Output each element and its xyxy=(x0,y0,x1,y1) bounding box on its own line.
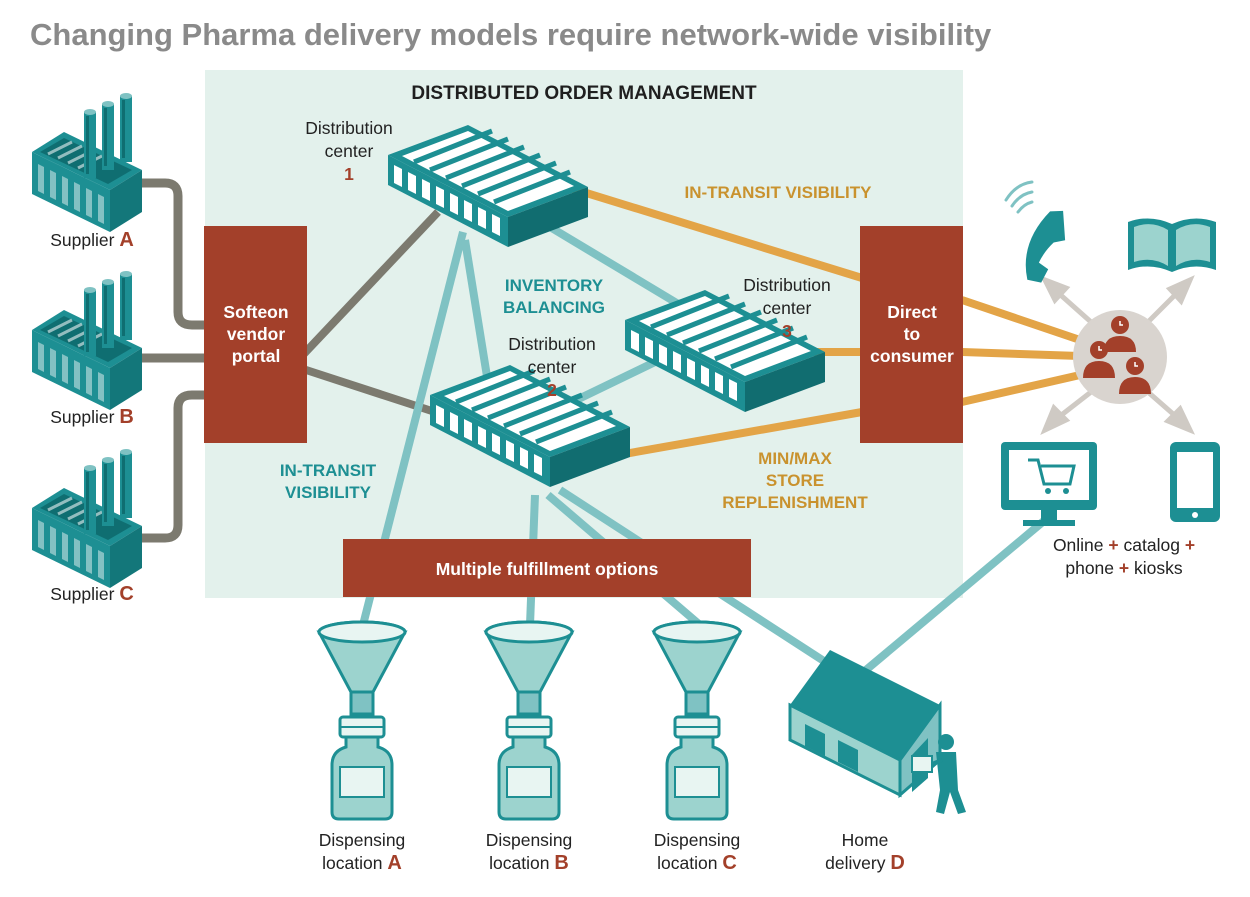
vendor-portal-line2: vendor xyxy=(227,324,286,344)
supplier-c-factory-icon xyxy=(30,447,144,590)
dispensing-c-line2: location C xyxy=(657,852,737,874)
kiosk-tablet-icon xyxy=(1170,442,1220,522)
inventory-balancing-line1: INVENTORY xyxy=(505,276,604,295)
fulfillment-label: Multiple fulfillment options xyxy=(436,559,659,579)
dispensing-b-line2: location B xyxy=(489,852,569,874)
direct-consumer-line1: Direct xyxy=(887,302,937,322)
dc3-label-line2: center xyxy=(763,298,812,318)
dispensing-c-line1: Dispensing xyxy=(654,830,741,850)
page-title: Changing Pharma delivery models require … xyxy=(30,17,992,52)
vendor-portal-box xyxy=(204,226,307,443)
channels-line1: Online + catalog + xyxy=(1053,535,1195,555)
home-delivery-house-icon xyxy=(788,650,942,799)
home-delivery-line1: Home xyxy=(842,830,889,850)
panel-header: DISTRIBUTED ORDER MANAGEMENT xyxy=(411,83,757,104)
dc3-number: 3 xyxy=(782,321,792,341)
dc2-label-line2: center xyxy=(528,357,577,377)
dc2-label-line1: Distribution xyxy=(508,334,596,354)
online-shop-computer-icon xyxy=(1001,442,1097,526)
home-delivery-line2: delivery D xyxy=(825,852,905,874)
min-max-line1: MIN/MAX xyxy=(758,449,832,468)
dispensing-a-line1: Dispensing xyxy=(319,830,406,850)
fulfillment-box xyxy=(343,539,751,597)
vendor-portal-line1: Softeon xyxy=(223,302,288,322)
dispensing-c-funnel-icon xyxy=(652,620,742,716)
min-max-line3: REPLENISHMENT xyxy=(722,493,868,512)
dispensing-b-bottle-icon xyxy=(497,715,561,821)
direct-consumer-line3: consumer xyxy=(870,346,954,366)
dc1-label-line2: center xyxy=(325,141,374,161)
in-transit-left-line2: VISIBILITY xyxy=(285,483,372,502)
delivery-person-icon xyxy=(911,734,966,814)
supplier-a-label: Supplier A xyxy=(50,229,134,251)
supplier-a-factory-icon xyxy=(30,91,144,234)
dc3-label-line1: Distribution xyxy=(743,275,831,295)
supplier-b-label: Supplier B xyxy=(50,406,134,428)
consumer-hub xyxy=(1039,275,1196,436)
dispensing-c-bottle-icon xyxy=(665,715,729,821)
inventory-links xyxy=(359,220,1048,679)
phone-icon xyxy=(1004,180,1066,283)
direct-consumer-line2: to xyxy=(904,324,921,344)
min-max-line2: STORE xyxy=(766,471,824,490)
in-transit-top-label: IN-TRANSIT VISIBILITY xyxy=(685,183,873,202)
dispensing-a-funnel-icon xyxy=(317,620,407,716)
supplier-c-label: Supplier C xyxy=(50,583,134,605)
catalog-book-icon xyxy=(1128,218,1216,272)
supplier-connectors xyxy=(135,178,215,543)
dispensing-b-funnel-icon xyxy=(484,620,574,716)
in-transit-left-line1: IN-TRANSIT xyxy=(280,461,377,480)
dc1-number: 1 xyxy=(344,164,354,184)
direct-to-consumer-box xyxy=(860,226,963,443)
dispensing-b-line1: Dispensing xyxy=(486,830,573,850)
dc1-label-line1: Distribution xyxy=(305,118,393,138)
inventory-balancing-line2: BALANCING xyxy=(503,298,605,317)
vendor-portal-line3: portal xyxy=(232,346,281,366)
dispensing-a-line2: location A xyxy=(322,852,402,874)
supplier-b-factory-icon xyxy=(30,269,144,412)
dc2-number: 2 xyxy=(547,380,557,400)
dispensing-a-bottle-icon xyxy=(330,715,394,821)
channels-line2: phone + kiosks xyxy=(1065,558,1183,578)
